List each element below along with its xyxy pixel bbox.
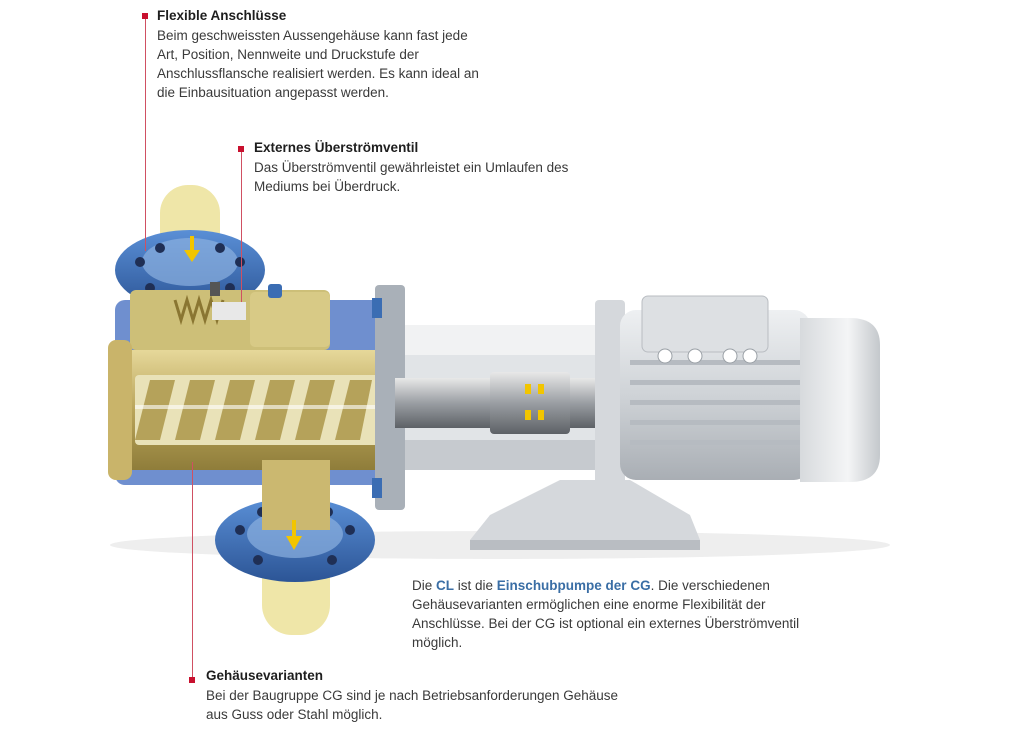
- terminal-box: [641, 295, 769, 353]
- description-text: Die CL ist die Einschubpumpe der CG. Die…: [412, 578, 800, 650]
- housing-leader-line: [192, 462, 193, 677]
- base-foot: [470, 480, 700, 540]
- motor-cooling-fins: [630, 360, 800, 445]
- flexible-body: Beim geschweissten Aussengehäuse kann fa…: [157, 28, 479, 100]
- valve-title: Externes Überströmventil: [254, 140, 419, 155]
- housing-title: Gehäusevarianten: [206, 668, 324, 683]
- valve-leader-line: [241, 152, 242, 302]
- valve-marker: [238, 146, 244, 152]
- motor-fan-cover: [800, 318, 880, 482]
- valve-body: Das Überströmventil gewährleistet ein Um…: [254, 160, 569, 194]
- shaft-coupling: [490, 372, 570, 434]
- flexible-callout: Flexible Anschlüsse Beim geschweissten A…: [157, 8, 537, 102]
- flexible-leader-line: [145, 19, 146, 251]
- inlet-flow-arrow: [184, 236, 200, 262]
- cl-highlight: CL: [436, 578, 455, 593]
- cable-glands: [657, 348, 758, 364]
- flexible-marker: [142, 13, 148, 19]
- adapter-flange: [375, 285, 405, 510]
- einschubpumpe-highlight: Einschubpumpe der CG: [496, 578, 651, 593]
- housing-marker: [189, 677, 195, 683]
- housing-callout: Gehäusevarianten Bei der Baugruppe CG si…: [206, 668, 706, 724]
- motor-flange: [595, 300, 625, 485]
- outlet-flow-arrow: [286, 520, 302, 550]
- coupling-elements: [525, 384, 544, 420]
- housing-body: Bei der Baugruppe CG sind je nach Betrie…: [206, 688, 619, 722]
- valve-callout: Externes Überströmventil Das Überströmve…: [254, 140, 634, 196]
- flexible-title: Flexible Anschlüsse: [157, 8, 287, 23]
- screw-threads: [135, 380, 372, 440]
